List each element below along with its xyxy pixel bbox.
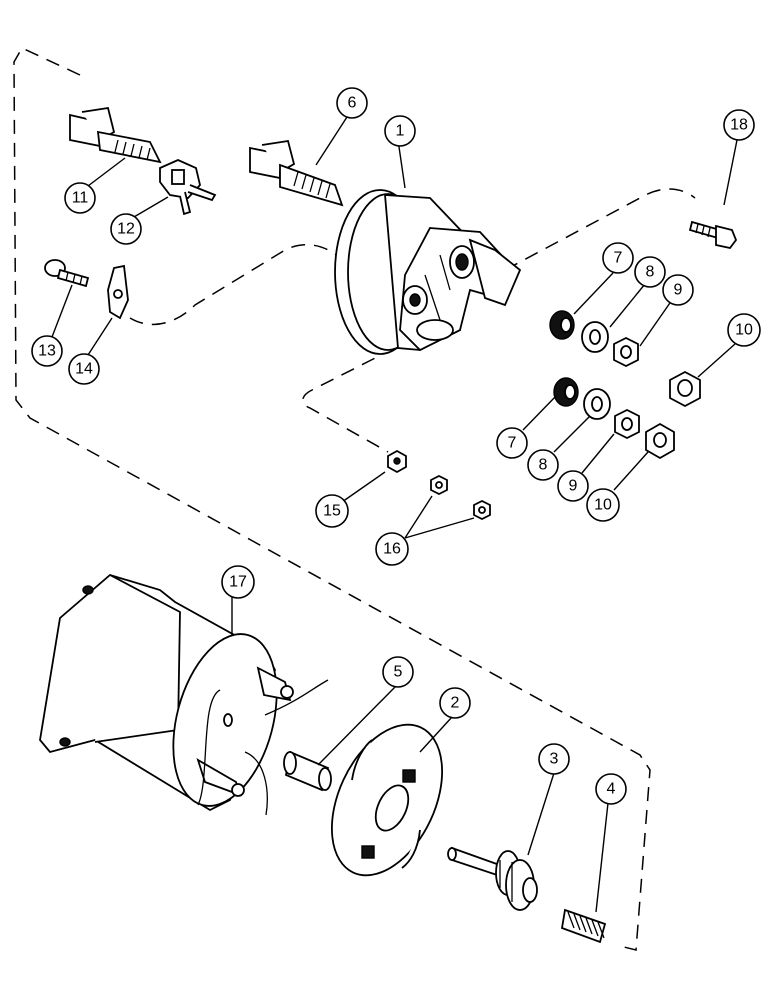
svg-text:1: 1 [396,123,405,140]
svg-text:15: 15 [323,503,341,520]
svg-text:3: 3 [550,751,559,768]
svg-text:13: 13 [38,343,56,360]
svg-text:9: 9 [674,282,683,299]
callout-14: 14 [68,353,100,385]
callout-8-lower: 8 [527,449,559,481]
svg-text:7: 7 [614,250,623,267]
lower-hardware [553,377,675,460]
callout-7-upper: 7 [602,242,634,274]
callout-17: 17 [221,565,255,599]
callout-18: 18 [723,109,755,141]
callout-16: 16 [375,532,409,566]
solenoid-housing-1 [334,189,522,355]
svg-text:14: 14 [75,361,93,378]
callout-11: 11 [64,182,96,214]
svg-text:17: 17 [229,574,247,591]
svg-text:5: 5 [394,664,403,681]
callout-8-upper: 8 [634,256,666,288]
callout-10-upper: 10 [727,313,761,347]
screw-13 [44,259,90,288]
clip-washer-12 [159,159,217,216]
t-bolt-6 [249,139,344,207]
solenoid-coil-17 [39,573,329,816]
assembly-outline [13,47,696,951]
bushing-5 [283,750,332,792]
upper-hardware [549,310,701,408]
callout-10-lower: 10 [586,488,620,522]
callout-9-upper: 9 [662,274,694,306]
callout-1: 1 [384,115,416,147]
svg-text:8: 8 [539,457,548,474]
svg-text:4: 4 [607,781,616,798]
callout-12: 12 [110,213,142,245]
svg-text:11: 11 [72,190,89,207]
svg-text:18: 18 [730,117,748,134]
t-bolt-11 [69,106,162,164]
svg-text:16: 16 [383,541,401,558]
callout-15: 15 [315,494,349,528]
svg-text:6: 6 [348,95,357,112]
spring-4 [560,908,607,944]
callout-6: 6 [336,87,368,119]
plate-2 [331,723,443,877]
svg-text:7: 7 [508,435,517,452]
callout-9-lower: 9 [557,470,589,502]
screw-18 [688,220,738,250]
callout-13: 13 [31,335,63,367]
svg-text:12: 12 [117,221,135,238]
svg-text:10: 10 [735,322,753,339]
callout-7-lower: 7 [496,427,528,459]
callout-3: 3 [538,743,570,775]
plunger-3 [447,846,538,911]
small-nuts [387,449,491,521]
bracket-14 [107,264,129,320]
svg-text:9: 9 [569,478,578,495]
callout-2: 2 [439,687,471,719]
leader-lines [51,116,738,913]
callout-5: 5 [382,656,414,688]
svg-text:8: 8 [646,264,655,281]
svg-text:2: 2 [451,695,460,712]
svg-text:10: 10 [594,497,612,514]
callout-4: 4 [595,773,627,805]
